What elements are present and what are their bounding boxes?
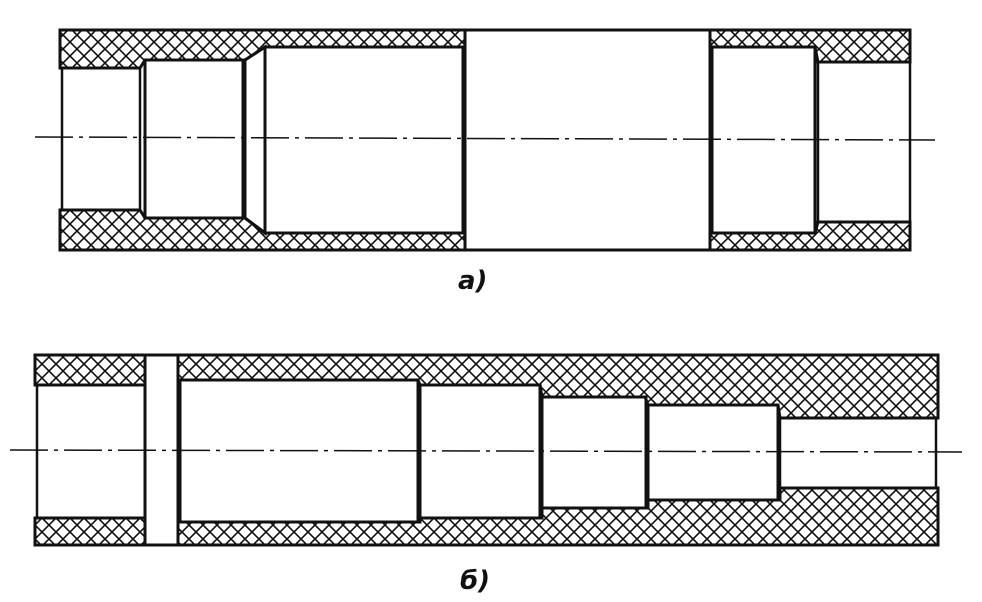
part-b-bore-1 [35, 383, 147, 520]
part-a-bore-3 [263, 45, 465, 235]
part-b-bottom-wall-right [176, 486, 940, 547]
part-a-centerline [34, 136, 936, 141]
part-a-chamfer [243, 44, 267, 236]
part-b-bore-5 [646, 403, 780, 502]
part-b-centerline [9, 449, 963, 453]
part-a-caption: а) [458, 266, 488, 296]
part-b-bore-6 [778, 416, 938, 490]
part-a-section [34, 28, 936, 252]
part-a-bore-2 [143, 58, 245, 220]
part-b-caption: б) [460, 566, 491, 596]
part-a-bore-6 [816, 60, 912, 224]
part-b-section [9, 353, 963, 547]
part-b-bottom-wall [33, 516, 147, 547]
part-a-bore-1 [60, 66, 142, 212]
part-a-bottom-wall-right [708, 220, 912, 252]
part-a-bore-4 [463, 28, 712, 252]
part-b-bore-4 [540, 395, 648, 510]
